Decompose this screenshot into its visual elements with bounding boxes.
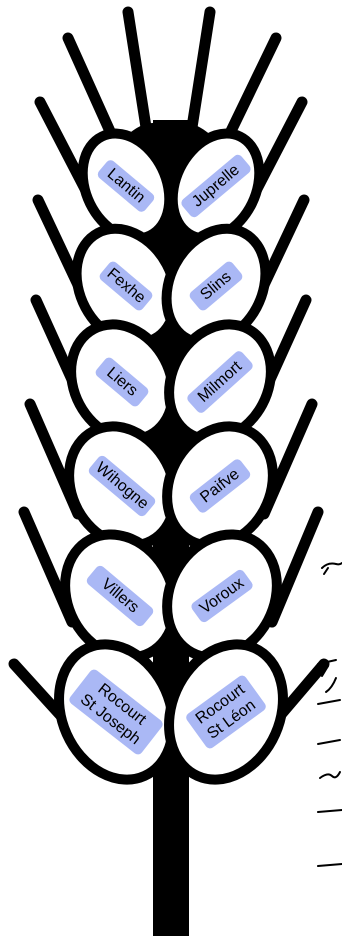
sketch-marks — [318, 563, 342, 866]
sketch-mark — [318, 864, 342, 866]
sketch-mark — [326, 678, 336, 692]
sketch-mark — [318, 700, 340, 704]
sketch-mark — [318, 810, 342, 812]
sketch-mark — [318, 740, 340, 744]
sketch-mark — [322, 563, 342, 568]
sketch-mark — [324, 568, 328, 574]
awn — [128, 12, 148, 140]
sketch-mark — [320, 772, 340, 778]
awn — [190, 12, 210, 140]
